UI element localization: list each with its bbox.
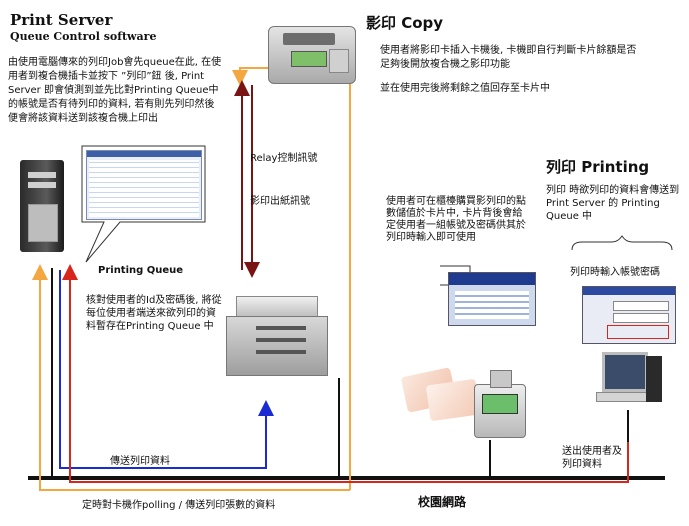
login-brace — [571, 235, 673, 251]
polling-path — [232, 67, 351, 490]
server-callout — [81, 145, 206, 263]
send-user-data-path — [62, 264, 629, 483]
print-server-title: Print Server — [10, 11, 113, 29]
login-dialog-screenshot — [582, 286, 676, 344]
send-user-data-label: 送出使用者及列印資料 — [562, 446, 622, 470]
campus-network-label: 校園網路 — [418, 495, 467, 509]
copy-description-2: 並在使用完後將剩餘之值回存至卡片中 — [380, 83, 550, 94]
printing-title: 列印 Printing — [546, 158, 650, 176]
copy-card-reader-icon — [268, 26, 356, 84]
copy-title: 影印 Copy — [366, 14, 444, 32]
polling-path-left — [32, 264, 350, 491]
multifunction-printer-icon — [226, 296, 330, 378]
card-system-screenshot — [448, 272, 536, 326]
queue-software-screenshot — [86, 150, 202, 220]
pos-card-reader-icon — [470, 370, 528, 440]
send-print-data-path — [59, 270, 274, 469]
print-server-description: 由使用電腦傳來的列印Job會先queue在此, 在使用者到複合機插卡並按下 ”列… — [8, 57, 222, 124]
login-label: 列印時輸入帳號密碼 — [570, 267, 660, 278]
client-pc-icon — [596, 352, 666, 410]
server-tower-icon — [20, 160, 64, 252]
send-print-data-label: 傳送列印資料 — [110, 456, 170, 467]
relay-control-label: Relay控制訊號 — [250, 153, 318, 164]
copy-description: 使用者將影印卡插入卡機後, 卡機即自行判斷卡片餘額是否足夠後開放複合機之影印功能 — [380, 45, 637, 70]
polling-label: 定時對卡機作polling / 傳送列印張數的資料 — [82, 500, 276, 511]
printing-description: 列印 時欲列印的資料會傳送到Print Server 的 Printing Qu… — [546, 185, 680, 222]
copy-output-signal-label: 影印出紙訊號 — [250, 196, 310, 207]
printing-queue-label: Printing Queue — [98, 265, 184, 276]
print-server-subtitle: Queue Control software — [10, 30, 157, 43]
card-description: 使用者可在櫃檯購買影列印的點數儲值於卡片中, 卡片背後會給定使用者一組帳號及密碼… — [386, 196, 526, 243]
mfp-description: 核對使用者的Id及密碼後, 將從每位使用者端送來欲列印的資料暫存在Printin… — [86, 295, 222, 332]
